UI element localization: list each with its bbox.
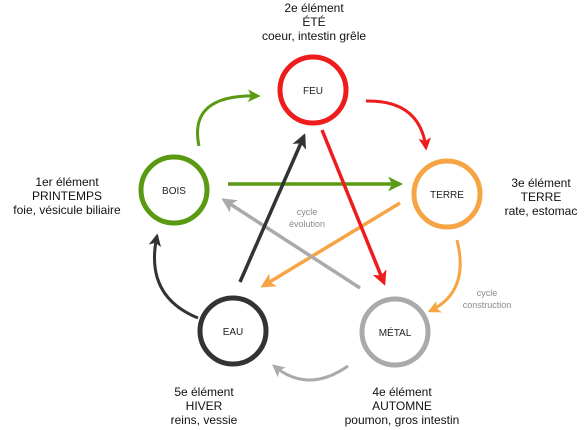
caption-metal-line1: 4e élément [372,385,432,399]
caption-terre-line3: rate, estomac [505,204,578,218]
node-feu-ring [277,54,349,126]
annotation-construction-line2: construction [463,300,512,310]
annotation-construction-line1: cycle [477,288,498,298]
caption-metal-line2: AUTOMNE [372,399,432,413]
annotation-evolution-line1: cycle [297,207,318,217]
node-feu-label: FEU [303,86,323,97]
node-terre-label: TERRE [430,190,464,201]
caption-feu-line3: coeur, intestin grêle [262,29,366,43]
node-terre-ring [411,158,483,230]
caption-terre-line1: 3e élément [511,176,571,190]
node-metal: MÉTAL [359,296,431,368]
node-eau-ring [197,295,269,367]
annotation-evolution: cycle évolution [289,207,325,229]
node-bois-ring [138,154,210,226]
arrow-terre-to-eau [260,201,401,288]
node-metal-label: MÉTAL [379,326,412,339]
node-eau-label: EAU [223,327,244,338]
caption-bois-line3: foie, vésicule biliaire [13,203,121,217]
arrows-layer [148,89,462,382]
caption-eau-line2: HIVER [186,399,223,413]
caption-metal-line3: poumon, gros intestin [345,413,460,427]
arrow-eau-to-feu [238,133,307,283]
node-metal-ring [359,296,431,368]
caption-bois-line2: PRINTEMPS [32,189,102,203]
curve-feu-to-terre [365,99,431,151]
nodes-layer: FEU TERRE MÉTAL EAU BOIS [138,54,483,368]
curve-metal-to-eau [272,364,349,382]
annotation-evolution-line2: évolution [289,219,325,229]
node-terre: TERRE [411,158,483,230]
node-eau: EAU [197,295,269,367]
node-feu: FEU [277,54,349,126]
caption-feu-line1: 2e élément [284,1,344,15]
annotation-construction: cycle construction [463,288,512,310]
arrow-feu-to-metal [320,129,387,286]
node-bois: BOIS [138,154,210,226]
caption-terre-line2: TERRE [521,190,562,204]
arrow-metal-to-bois [221,198,361,290]
node-bois-label: BOIS [162,186,186,197]
caption-bois-line1: 1er élément [35,175,99,189]
curve-terre-to-metal [427,239,462,313]
curve-eau-to-bois [148,233,199,320]
curve-bois-to-feu [196,89,261,147]
caption-eau-line3: reins, vessie [171,413,238,427]
caption-eau-line1: 5e élément [174,385,234,399]
caption-feu-line2: ÉTÉ [302,14,325,29]
